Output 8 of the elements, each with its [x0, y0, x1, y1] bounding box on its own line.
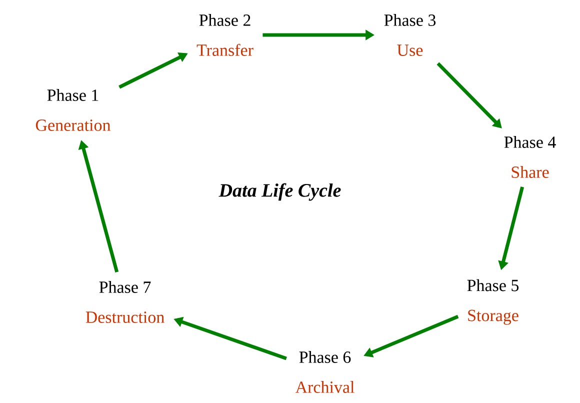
- diagram-title: Data Life Cycle: [218, 183, 341, 201]
- phase-label: Phase 5 Storage: [467, 279, 519, 325]
- phase-label: Phase 1 Generation: [36, 89, 111, 131]
- phase-label: Phase 2 Transfer: [196, 14, 254, 56]
- phase-label: Phase 6 Archival: [295, 351, 354, 393]
- phase-label: Phase 4 Share: [504, 136, 556, 178]
- phase-label: Phase 3 Use: [384, 14, 436, 56]
- phase-label: Phase 7 Destruction: [86, 281, 164, 323]
